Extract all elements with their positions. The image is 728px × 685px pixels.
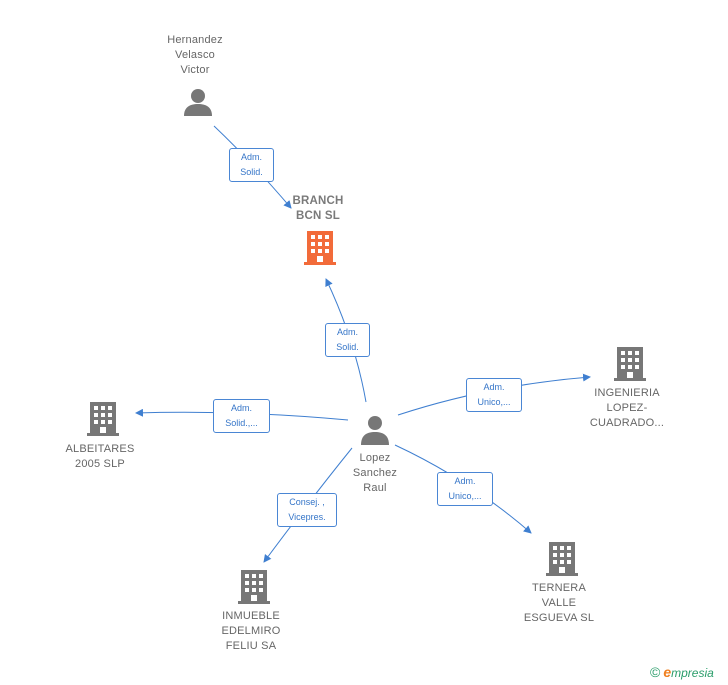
edge-label-lopez-inmueble: Consej. , Vicepres. [277,493,337,527]
building-icon[interactable] [238,570,270,604]
node-label-hernandez-velasco-victor[interactable]: Hernandez Velasco Victor [167,34,223,76]
copyright-icon: © [650,664,661,680]
building-icon[interactable] [546,542,578,576]
node-label-ingenieria-lopez-cuadrado[interactable]: INGENIERIA LOPEZ- CUADRADO... [589,387,665,429]
person-icon[interactable] [184,89,212,116]
edge-label-lopez-branch: Adm. Solid. [325,323,370,357]
brand-name: mpresia [671,666,714,680]
edge-label-hernandez-branch: Adm. Solid. [229,148,274,182]
node-label-lopez-sanchez-raul[interactable]: Lopez Sanchez Raul [352,452,398,494]
node-label-branch-bcn-sl[interactable]: BRANCH BCN SL [292,195,344,222]
node-label-albeitares-2005-slp[interactable]: ALBEITARES 2005 SLP [65,443,135,470]
edge-label-lopez-albeitares: Adm. Solid.,... [213,399,270,433]
node-label-inmueble-edelmiro-feliu-sa[interactable]: INMUEBLE EDELMIRO FELIU SA [221,610,281,652]
edge-label-lopez-ingenieria: Adm. Unico,... [466,378,522,412]
person-icon[interactable] [361,416,389,445]
building-icon[interactable] [87,402,119,436]
node-label-ternera-valle-esgueva-sl[interactable]: TERNERA VALLE ESGUEVA SL [523,582,595,624]
building-icon[interactable] [304,231,336,265]
building-icon[interactable] [614,347,646,381]
edge-label-lopez-ternera: Adm. Unico,... [437,472,493,506]
brand-logo-initial: e [663,664,672,680]
copyright-brand: ©empresia [650,664,714,680]
